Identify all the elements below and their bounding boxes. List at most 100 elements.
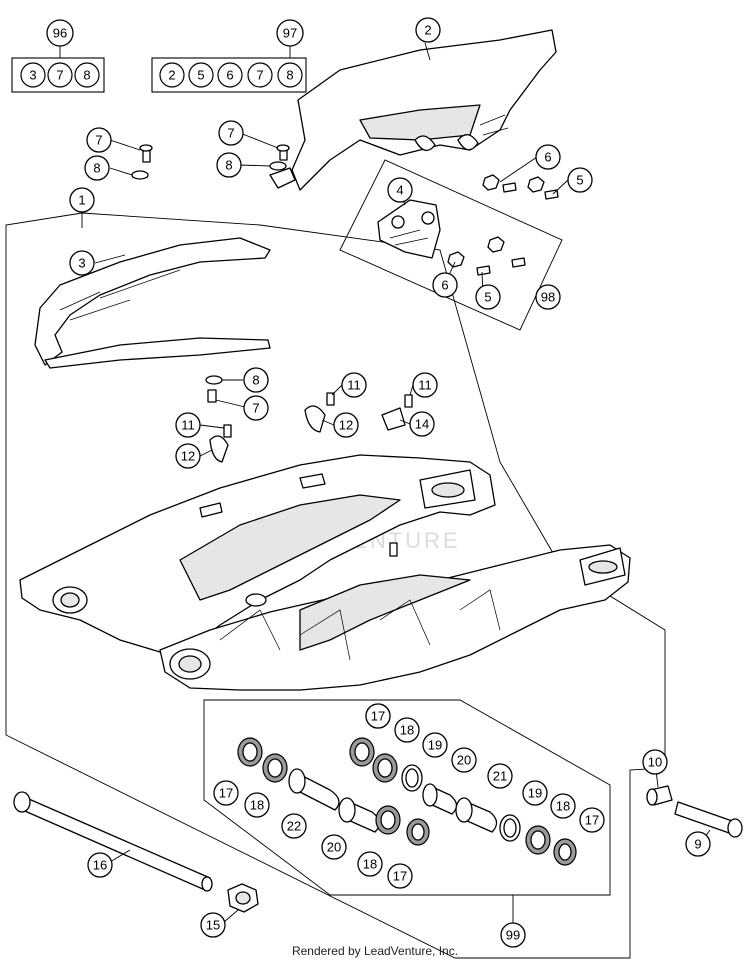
svg-text:96: 96 [53,26,67,41]
callout-19: 19 [422,732,448,758]
callout-97: 97 [276,19,304,47]
callout-2: 2 [415,17,441,43]
svg-text:19: 19 [528,786,542,801]
callout-98: 98 [535,284,561,310]
kit-96-item: 3 [20,62,46,88]
callout-21: 21 [487,763,513,789]
svg-text:14: 14 [415,417,429,432]
callout-96: 96 [46,19,74,47]
callout-6: 6 [535,144,561,170]
svg-text:7: 7 [95,133,102,148]
svg-text:10: 10 [648,755,662,770]
callout-17: 17 [387,863,413,889]
svg-text:17: 17 [371,709,385,724]
callout-14: 14 [409,411,435,437]
callout-20: 20 [321,834,347,860]
callout-10: 10 [642,749,668,775]
callout-3: 3 [69,250,95,276]
callout-4: 4 [387,177,413,203]
svg-text:9: 9 [694,837,701,852]
svg-text:7: 7 [256,68,263,83]
callout-8: 8 [84,155,110,181]
svg-text:17: 17 [219,786,233,801]
callout-12: 12 [333,412,359,438]
callout-18: 18 [244,792,270,818]
svg-text:8: 8 [83,68,90,83]
kit-97: 97 2 5 6 7 8 [151,19,307,93]
kit-96: 96 3 7 8 [11,19,105,93]
svg-text:6: 6 [226,68,233,83]
pivot-axle [13,791,259,913]
svg-text:7: 7 [227,126,234,141]
svg-text:2: 2 [168,68,175,83]
callout-17: 17 [579,807,605,833]
callout-11: 11 [412,372,438,398]
svg-text:8: 8 [225,158,232,173]
chain-guide [377,199,441,259]
callout-5: 5 [475,284,501,310]
callout-6: 6 [432,272,458,298]
callout-7: 7 [243,395,269,421]
kit-98-outline [339,159,563,331]
svg-text:5: 5 [576,173,583,188]
callout-5: 5 [567,167,593,193]
kit-97-item: 8 [277,62,303,88]
callout-18: 18 [550,793,576,819]
callout-15: 15 [200,912,226,938]
swingarm [19,454,631,691]
svg-text:3: 3 [78,256,85,271]
callout-9: 9 [685,831,711,857]
kit-97-item: 2 [159,62,185,88]
svg-text:4: 4 [396,183,403,198]
callout-8: 8 [243,367,269,393]
svg-text:2: 2 [424,23,431,38]
svg-text:19: 19 [428,738,442,753]
kit-96-item: 7 [47,62,73,88]
callout-1: 1 [69,187,95,213]
callout-11: 11 [341,372,367,398]
svg-text:12: 12 [339,418,353,433]
svg-text:6: 6 [544,150,551,165]
svg-text:11: 11 [347,378,361,393]
svg-text:5: 5 [197,68,204,83]
svg-text:7: 7 [56,68,63,83]
svg-text:17: 17 [393,869,407,884]
svg-text:3: 3 [29,68,36,83]
callout-22: 22 [281,813,307,839]
svg-text:12: 12 [181,449,195,464]
callout-16: 16 [87,852,113,878]
svg-text:99: 99 [506,928,520,943]
callout-8: 8 [216,152,242,178]
svg-text:17: 17 [585,813,599,828]
callout-20: 20 [451,747,477,773]
bolt-and-bushing [646,785,743,838]
svg-text:8: 8 [286,68,293,83]
callout-7: 7 [86,127,112,153]
kit-99-outline [203,699,611,896]
leader-lines [81,42,711,935]
kit-97-item: 5 [188,62,214,88]
svg-text:11: 11 [418,378,432,393]
svg-text:8: 8 [93,161,100,176]
kit-97-item: 7 [247,62,273,88]
svg-text:18: 18 [250,798,264,813]
kit-97-item: 6 [217,62,243,88]
callout-12: 12 [175,443,201,469]
svg-text:21: 21 [493,769,507,784]
callout-17: 17 [365,703,391,729]
bearings [237,737,577,866]
svg-text:18: 18 [556,799,570,814]
svg-text:18: 18 [400,723,414,738]
svg-text:8: 8 [252,373,259,388]
svg-text:16: 16 [93,858,107,873]
callout-7: 7 [218,120,244,146]
chain-guard [269,29,557,191]
svg-text:97: 97 [283,26,297,41]
callout-18: 18 [357,851,383,877]
callout-17: 17 [213,780,239,806]
svg-text:20: 20 [327,840,341,855]
callout-18: 18 [394,717,420,743]
callout-19: 19 [522,780,548,806]
callout-11: 11 [175,412,201,438]
